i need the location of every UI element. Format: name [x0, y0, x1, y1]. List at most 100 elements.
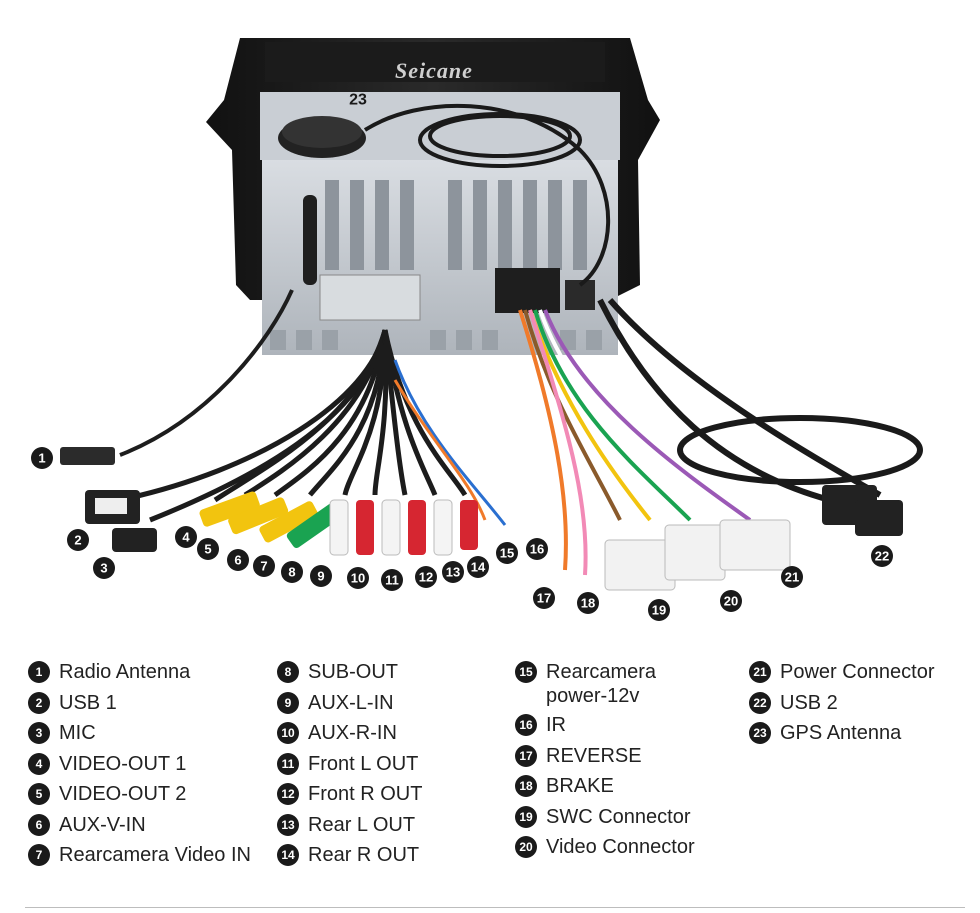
svg-text:10: 10	[351, 571, 365, 586]
legend-item-2: 2 USB 1	[28, 691, 251, 722]
legend-badge: 17	[515, 744, 537, 767]
legend-label: Power Connector	[780, 661, 935, 683]
svg-text:6: 6	[234, 553, 241, 568]
legend-badge: 14	[277, 844, 299, 866]
callout-marker-10: 10	[347, 567, 369, 589]
callout-marker-9: 9	[310, 565, 332, 587]
svg-text:12: 12	[419, 570, 433, 585]
legend-badge: 21	[749, 661, 771, 683]
head-unit-wiring-illustration: Seicane	[31, 38, 923, 621]
svg-text:18: 18	[581, 596, 595, 611]
legend-label: REVERSE	[546, 744, 642, 767]
legend-item-20: 20 Video Connector	[515, 835, 706, 866]
legend-label: Front R OUT	[308, 783, 423, 805]
legend-badge: 6	[28, 813, 50, 836]
svg-text:13: 13	[446, 565, 460, 580]
callout-marker-6: 6	[227, 549, 249, 571]
callout-marker-4: 4	[175, 526, 197, 548]
callout-marker-15: 15	[496, 542, 518, 564]
legend-label: USB 1	[59, 691, 117, 714]
legend-item-9: 9 AUX-L-IN	[277, 691, 422, 722]
legend-label: SWC Connector	[546, 805, 691, 828]
legend-label: Rear R OUT	[308, 844, 420, 866]
svg-text:1: 1	[38, 451, 45, 466]
legend-badge: 20	[515, 836, 537, 858]
legend-badge: 4	[28, 752, 50, 775]
legend-item-17: 17 REVERSE	[515, 744, 706, 775]
svg-text:19: 19	[652, 603, 666, 618]
legend-label: Rearcamera Video IN	[59, 844, 251, 866]
connectors	[604, 485, 903, 591]
callout-marker-21: 21	[781, 566, 803, 588]
callout-marker-19: 19	[648, 599, 670, 621]
legend-label: Rear L OUT	[308, 813, 416, 836]
gps-antenna	[278, 103, 611, 287]
callout-marker-1: 1	[31, 447, 53, 469]
callout-marker-12: 12	[415, 566, 437, 588]
legend-badge: 5	[28, 783, 50, 805]
radio-antenna-stub	[60, 195, 317, 465]
svg-text:8: 8	[288, 565, 295, 580]
callout-marker-3: 3	[93, 557, 115, 579]
legend-item-14: 14 Rear R OUT	[277, 843, 422, 874]
svg-text:4: 4	[182, 530, 190, 545]
legend-label: SUB-OUT	[308, 661, 398, 683]
callout-marker-7: 7	[253, 555, 275, 577]
legend-badge: 22	[749, 691, 771, 714]
legend-label: AUX-L-IN	[308, 691, 394, 714]
brand-logo: Seicane	[395, 58, 473, 83]
legend-label: Radio Antenna	[59, 661, 191, 683]
legend-item-3: 3 MIC	[28, 721, 251, 752]
legend-badge: 15	[515, 661, 537, 683]
svg-text:5: 5	[204, 542, 211, 557]
callout-marker-16: 16	[526, 538, 548, 560]
svg-text:17: 17	[537, 591, 551, 606]
callout-marker-18: 18	[577, 592, 599, 614]
rca-harness	[119, 329, 507, 526]
callout-marker-5: 5	[197, 538, 219, 560]
svg-text:23: 23	[349, 92, 367, 109]
bottom-divider	[25, 907, 965, 908]
svg-text:3: 3	[100, 561, 107, 576]
legend-item-21: 21 Power Connector	[749, 660, 935, 691]
legend-label: Video Connector	[546, 836, 695, 858]
legend-label: VIDEO-OUT 1	[59, 752, 187, 775]
svg-text:2: 2	[74, 533, 81, 548]
legend-badge: 3	[28, 722, 50, 744]
legend-label: MIC	[59, 722, 96, 744]
svg-text:22: 22	[875, 549, 889, 564]
legend-item-10: 10 AUX-R-IN	[277, 721, 422, 752]
power-harness	[518, 298, 923, 576]
svg-text:9: 9	[317, 569, 324, 584]
svg-text:21: 21	[785, 570, 799, 585]
callout-marker-22: 22	[871, 545, 893, 567]
legend-label: AUX-R-IN	[308, 722, 397, 744]
callout-marker-17: 17	[533, 587, 555, 609]
legend-label: VIDEO-OUT 2	[59, 783, 187, 805]
legend-label: USB 2	[780, 691, 838, 714]
legend-label: Front L OUT	[308, 752, 419, 775]
legend-item-22: 22 USB 2	[749, 691, 935, 722]
legend-label: GPS Antenna	[780, 722, 902, 744]
legend-badge: 19	[515, 805, 537, 828]
legend-badge: 12	[277, 783, 299, 805]
legend-badge: 9	[277, 691, 299, 714]
legend-item-12: 12 Front R OUT	[277, 782, 422, 813]
legend-badge: 10	[277, 722, 299, 744]
legend-badge: 2	[28, 691, 50, 714]
svg-text:7: 7	[260, 559, 267, 574]
callout-marker-14: 14	[467, 556, 489, 578]
legend-badge: 18	[515, 775, 537, 797]
